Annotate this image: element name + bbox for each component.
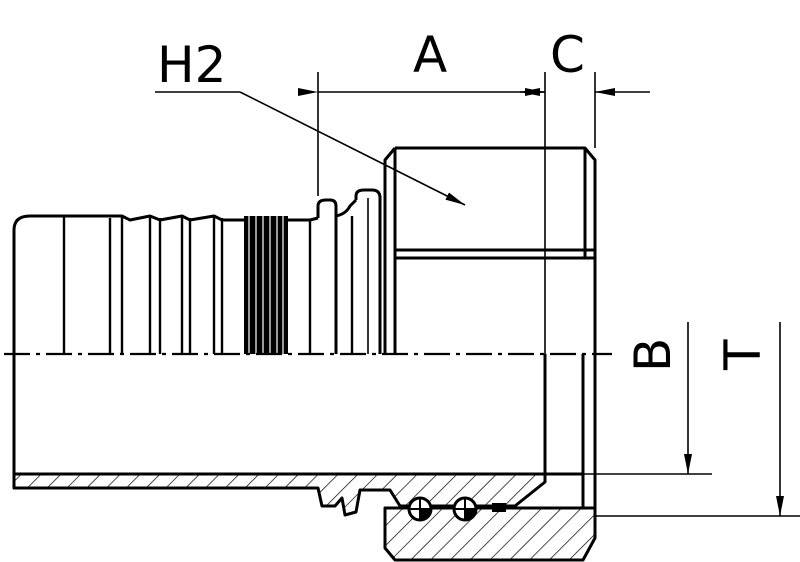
section-hatch	[12, 472, 597, 562]
dimension-lines	[155, 72, 800, 517]
o-ring-right	[452, 496, 478, 522]
hex-nut	[383, 146, 597, 508]
label-a: A	[413, 26, 447, 84]
bore	[543, 354, 585, 508]
o-ring-left	[407, 496, 433, 522]
label-t: T	[714, 339, 772, 371]
stem-exterior	[12, 188, 545, 476]
label-b: B	[624, 338, 682, 372]
label-c: C	[550, 26, 585, 84]
label-h2: H2	[157, 36, 226, 94]
seal-ring	[492, 503, 506, 512]
